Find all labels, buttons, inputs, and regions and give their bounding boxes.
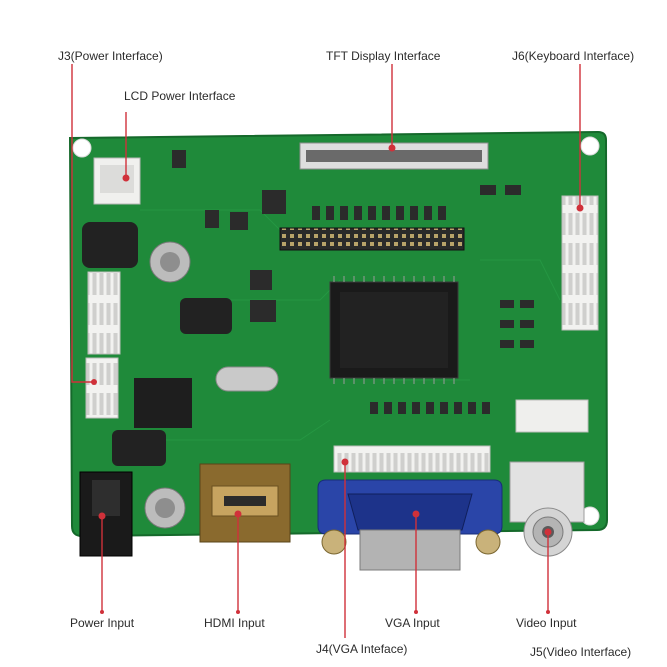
leader-dots [91, 144, 584, 614]
mounting-hole [580, 136, 600, 156]
smd-components [172, 150, 534, 414]
j6-connector [561, 195, 599, 331]
j4-connector [333, 445, 491, 473]
label-lcd-power-interface: LCD Power Interface [124, 89, 236, 103]
label-j5-video-interface: J5(Video Interface) [530, 645, 632, 659]
right-connector [515, 399, 589, 433]
mounting-hole [72, 138, 92, 158]
label-j6-keyboard-interface: J6(Keyboard Interface) [512, 49, 635, 63]
leader-j3 [71, 64, 94, 383]
label-tft-display-interface: TFT Display Interface [326, 49, 441, 63]
crystal-oscillator [215, 366, 279, 392]
regulator-chip [134, 378, 192, 428]
label-power-input: Power Input [70, 616, 135, 630]
inductor [112, 430, 166, 466]
inductor [82, 222, 138, 268]
leader-lines [71, 64, 581, 638]
label-hdmi-input: HDMI Input [204, 616, 265, 630]
label-video-input: Video Input [516, 616, 577, 630]
j3-connector [85, 357, 119, 419]
pin-header [279, 227, 465, 251]
j3-connector-upper [87, 271, 121, 355]
label-j4-vga-interface: J4(VGA Inteface) [316, 642, 408, 656]
label-vga-input: VGA Input [385, 616, 440, 630]
label-j3-power-interface: J3(Power Interface) [58, 49, 163, 63]
inductor [180, 298, 232, 334]
